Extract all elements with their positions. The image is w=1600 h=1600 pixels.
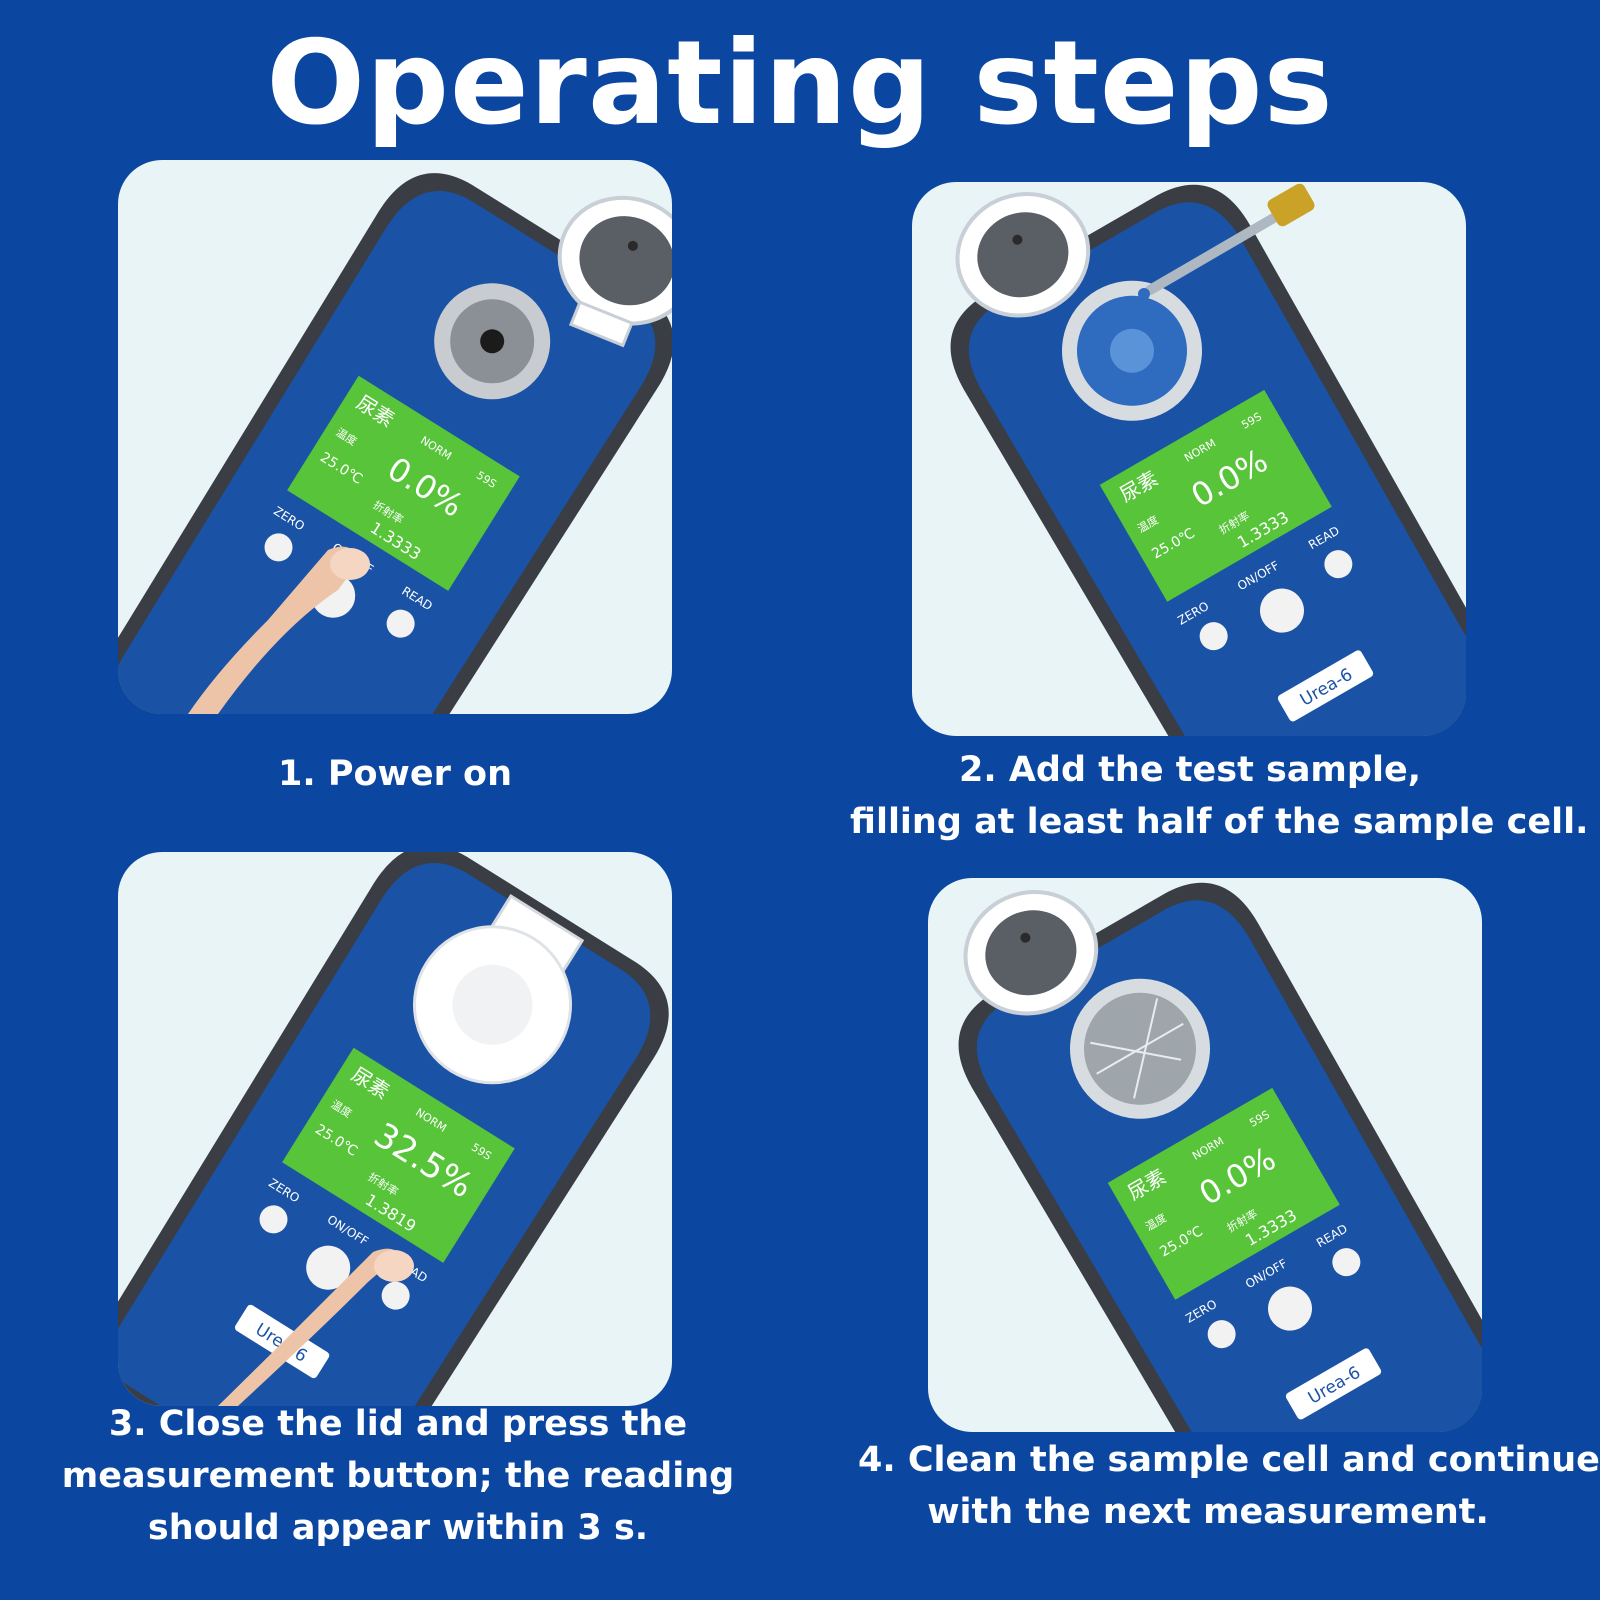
lcd-screen [1107,1087,1340,1300]
read-button[interactable] [1319,545,1357,583]
cleaning-water [1090,998,1184,1099]
refractometer-illustration: 尿素 NORM 59S 温度 25.0℃ 0.0% 折射率 1.3333 ZER… [948,878,1482,1432]
sample-lid[interactable] [534,178,672,361]
refractometer-illustration: 尿素 NORM 59S 温度 25.0℃ 32.5% 折射率 1.3819 ZE… [118,852,669,1406]
closed-lid[interactable] [385,877,613,1112]
step-3-panel: 尿素 NORM 59S 温度 25.0℃ 32.5% 折射率 1.3819 ZE… [118,852,672,1406]
model-label [234,1304,330,1379]
finger [218,1248,404,1406]
zero-button[interactable] [1195,617,1233,655]
sample-lid[interactable] [940,182,1105,334]
lcd-screen [287,375,520,591]
model-label [1285,1348,1382,1420]
lcd-screen [1099,389,1332,602]
model-label [1277,650,1374,722]
onoff-button[interactable] [1260,1279,1320,1339]
zero-button[interactable] [1203,1315,1241,1353]
step-2-panel: 尿素 NORM 59S 温度 25.0℃ 0.0% 折射率 1.3333 ZER… [912,182,1466,736]
lcd-screen [282,1047,515,1263]
step-4-caption: 4. Clean the sample cell and continue wi… [858,1440,1600,1532]
read-button[interactable] [381,604,420,643]
zero-button[interactable] [259,528,298,567]
read-button[interactable] [1327,1243,1365,1281]
step-1-panel: 尿素 NORM 59S 温度 25.0℃ 0.0% 折射率 1.3333 ZER… [118,160,672,714]
step-3-caption: 3. Close the lid and press the measureme… [61,1404,735,1548]
refractometer-illustration: 尿素 NORM 59S 温度 25.0℃ 0.0% 折射率 1.3333 ZER… [118,173,672,714]
step-2-caption: 2. Add the test sample, filling at least… [850,750,1589,842]
dropper-icon [1138,183,1315,300]
read-button[interactable] [376,1276,415,1315]
page-title: Operating steps [266,16,1334,151]
onoff-button[interactable] [1252,581,1312,641]
step-1-caption: 1. Power on [277,754,512,794]
refractometer-illustration: 尿素 NORM 59S 温度 25.0℃ 0.0% 折射率 1.3333 ZER… [940,182,1466,736]
sample-lid[interactable] [948,878,1113,1032]
zero-button[interactable] [254,1200,293,1239]
finger [188,546,361,714]
onoff-button[interactable] [298,1237,359,1298]
step-4-panel: 尿素 NORM 59S 温度 25.0℃ 0.0% 折射率 1.3333 ZER… [928,878,1482,1432]
